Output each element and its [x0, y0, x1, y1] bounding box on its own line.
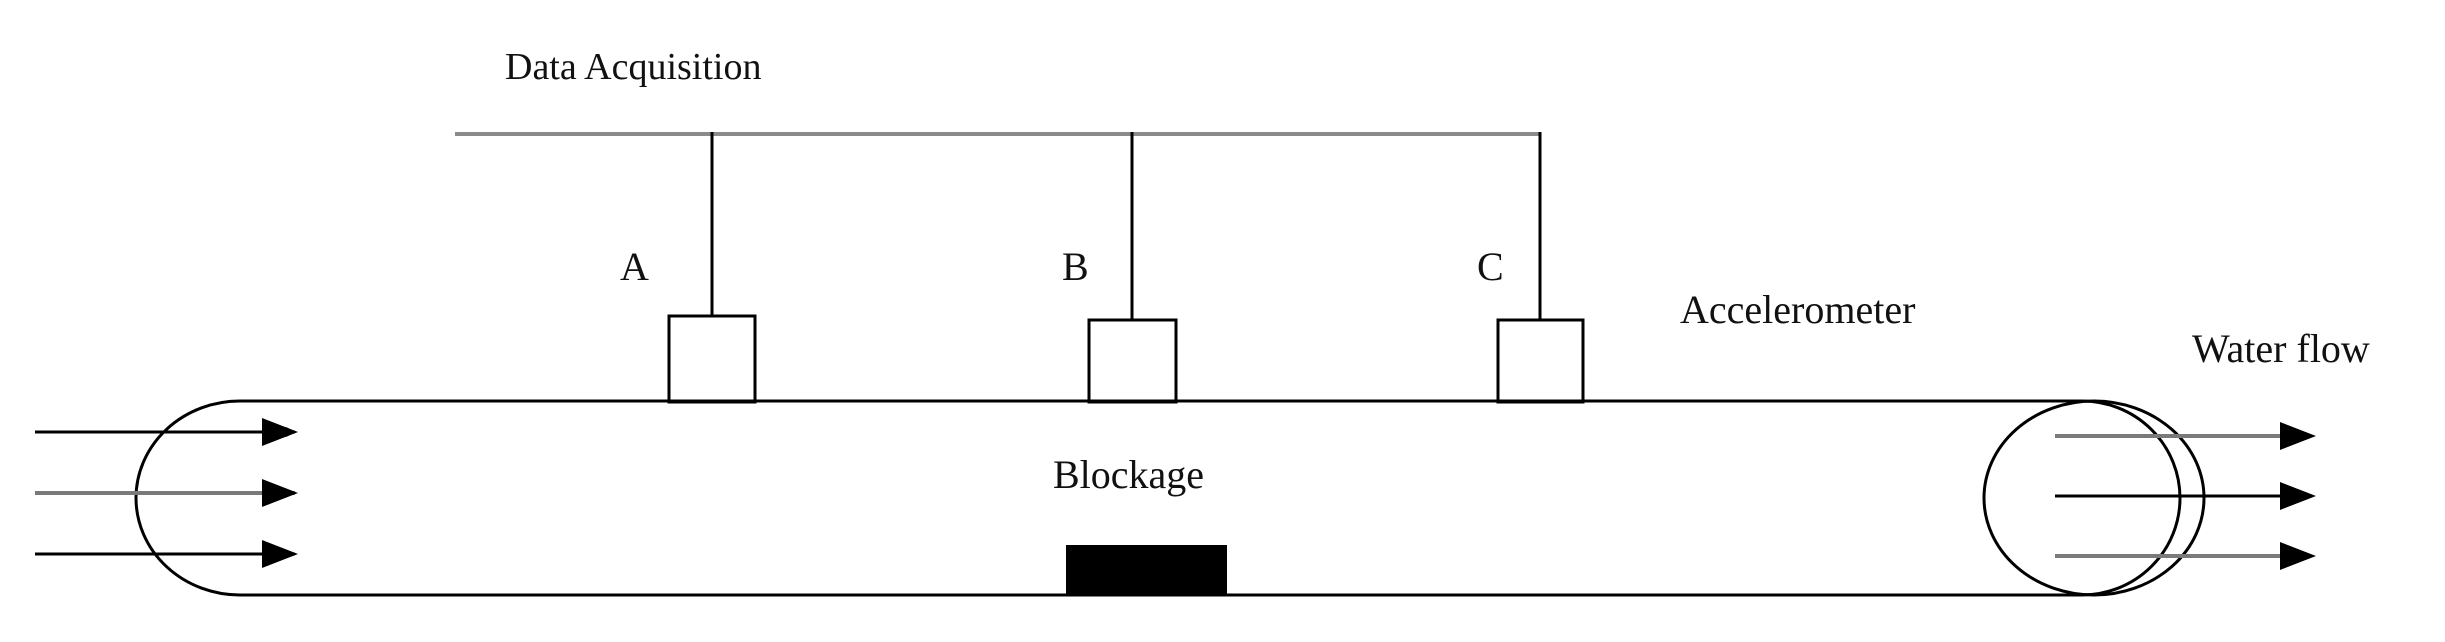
- blockage-label: Blockage: [1053, 452, 1204, 497]
- inlet-arrowhead-middle: [262, 479, 298, 507]
- sensor-c-label: C: [1477, 244, 1504, 289]
- accelerometer-a: [667, 314, 757, 404]
- outlet-arrowhead-bottom: [2280, 542, 2316, 570]
- accelerometer-c: [1496, 318, 1585, 404]
- inlet-arrowhead-bottom: [262, 540, 298, 568]
- accelerometer-label: Accelerometer: [1680, 287, 1915, 332]
- outlet-arrowhead-top: [2280, 422, 2316, 450]
- accelerometer-b: [1087, 318, 1178, 404]
- outlet-cross-section: [1982, 399, 2206, 597]
- inlet-arrowhead-top: [262, 418, 298, 446]
- water-flow-label: Water flow: [2192, 326, 2370, 371]
- outlet-arrowhead-middle: [2280, 482, 2316, 510]
- data-acquisition-label: Data Acquisition: [505, 46, 761, 88]
- blockage-block: [1066, 545, 1227, 595]
- sensor-a-label: A: [620, 244, 649, 289]
- sensor-b-label: B: [1062, 244, 1089, 289]
